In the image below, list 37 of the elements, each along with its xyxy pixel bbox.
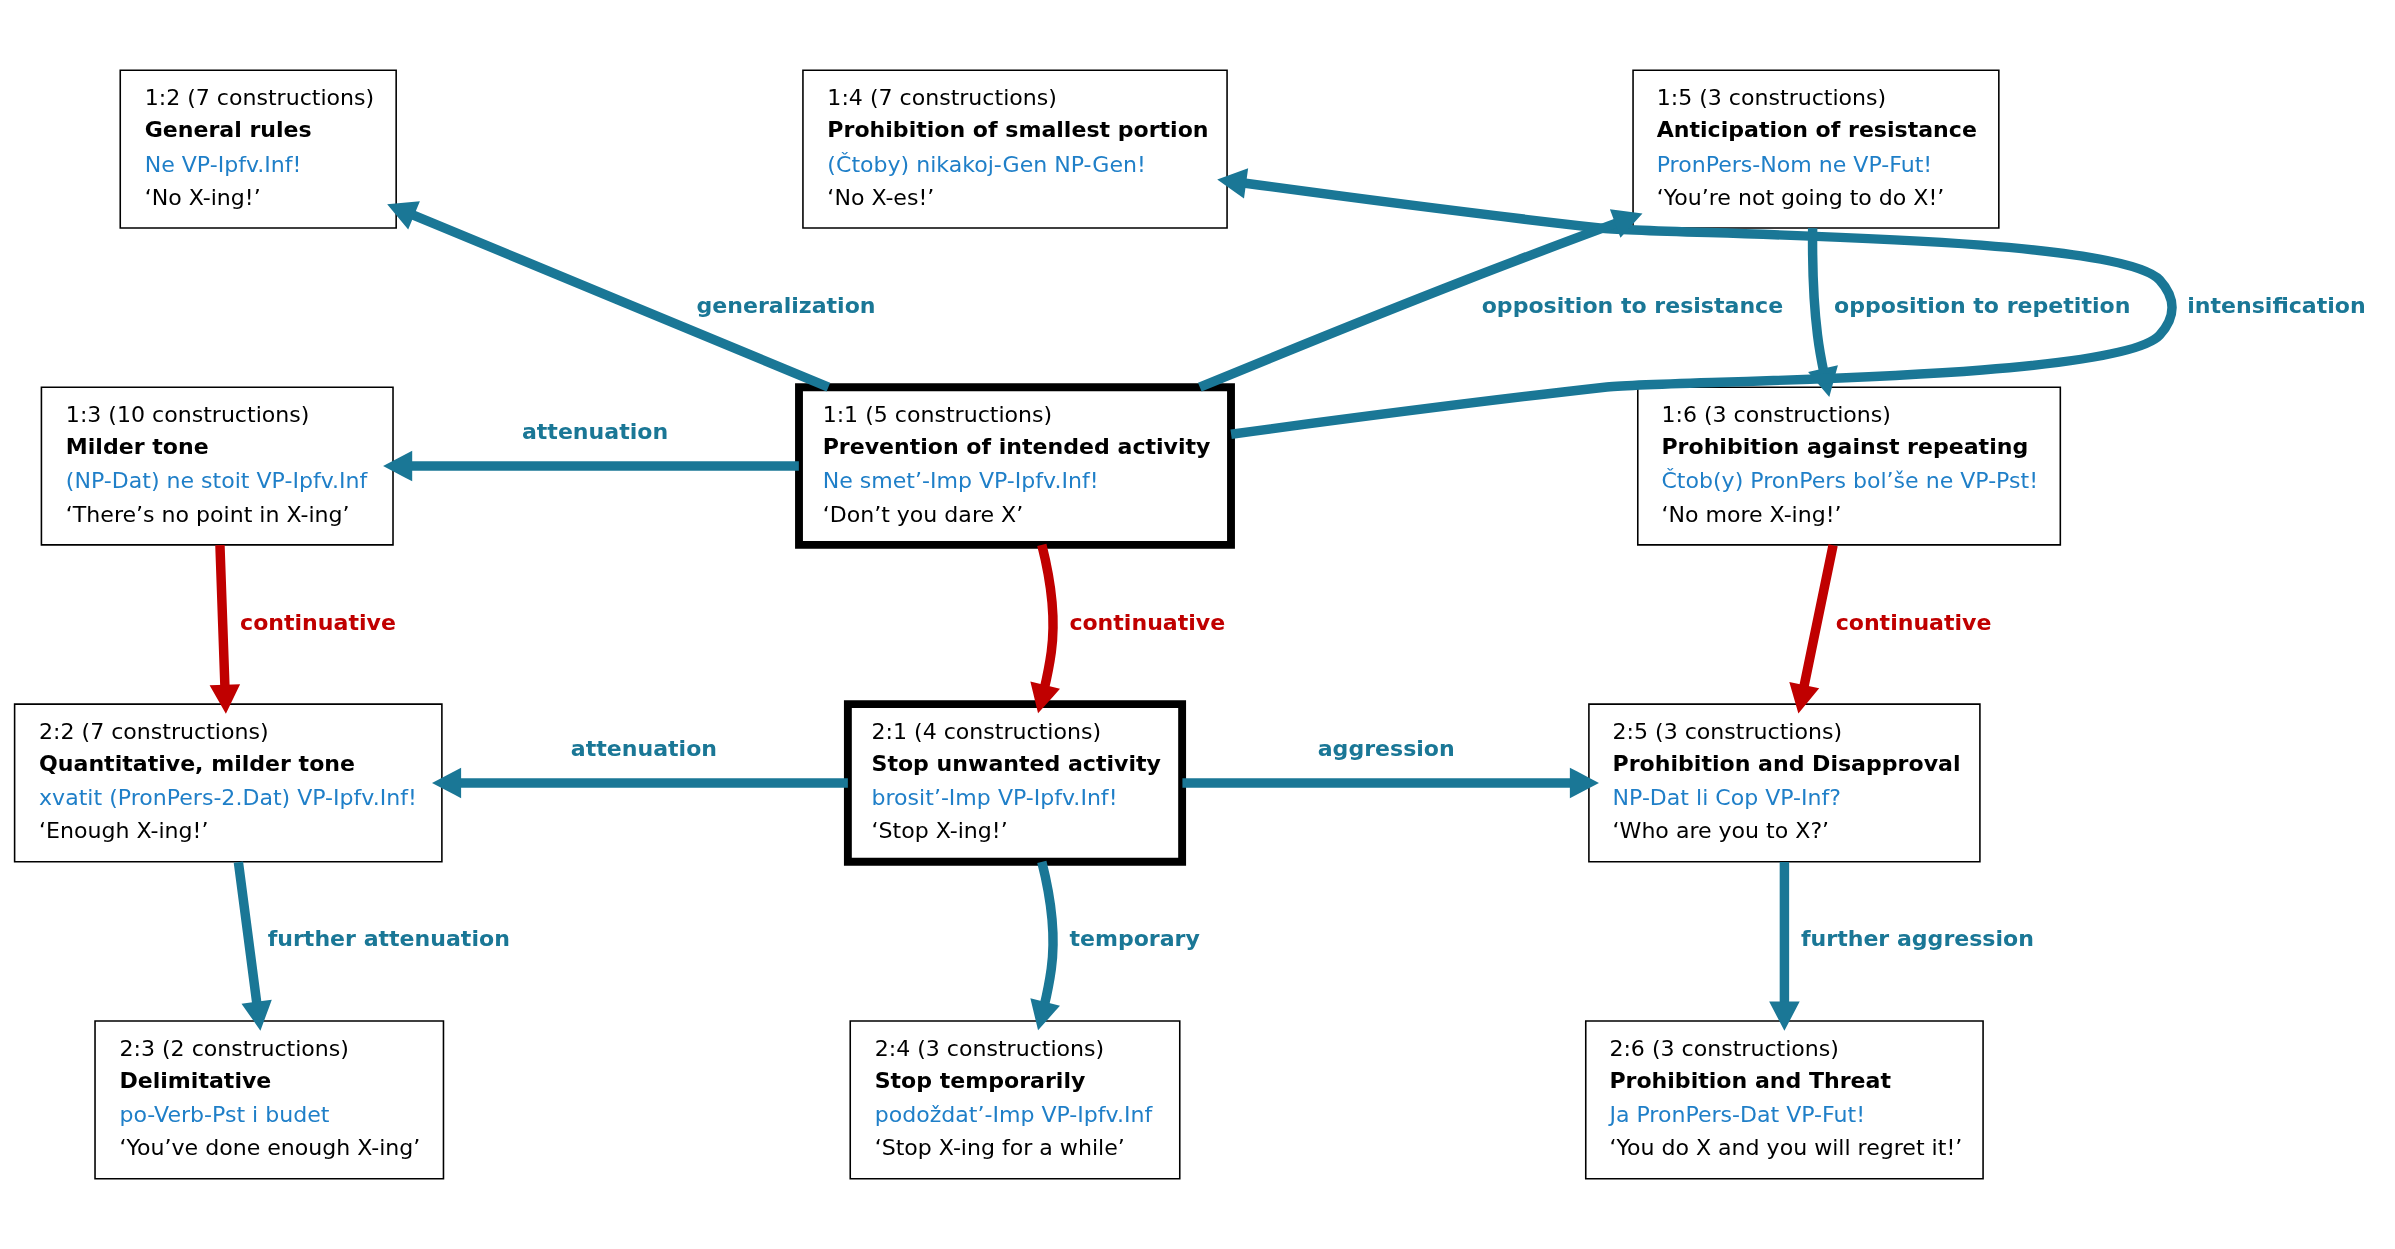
- node-box: 1:4 (7 constructions) Prohibition of smallest portion (Čtoby) nikakoj-Gen NP-Gen! ‘No X-es!’: [802, 69, 1228, 229]
- node-box: 1:5 (3 constructions) Anticipation of resistance PronPers-Nom ne VP-Fut! ‘You’re not going to do X!’: [1632, 69, 2000, 229]
- edge-label: opposition to repetition: [1834, 292, 2131, 318]
- node-box: 1:2 (7 constructions) General rules Ne VP-Ipfv.Inf! ‘No X-ing!’: [119, 69, 397, 229]
- edge-label: continuative: [1069, 609, 1226, 635]
- arrow: [387, 201, 831, 392]
- node-box: 2:6 (3 constructions) Prohibition and Threat Ja PronPers-Dat VP-Fut! ‘You do X and you will regret it!’: [1584, 1020, 1984, 1180]
- node-box: 1:1 (5 constructions) Prevention of intended activity Ne smet’-Imp VP-Ipfv.Inf! ‘Don’t you dare X’: [795, 383, 1235, 549]
- arrow: [209, 545, 241, 714]
- arrow: [1182, 767, 1599, 799]
- node-box: 2:4 (3 constructions) Stop temporarily podoždat’-Imp VP-Ipfv.Inf ‘Stop X-ing for a while’: [849, 1020, 1181, 1180]
- edge-label: temporary: [1069, 926, 1200, 952]
- edge-label: attenuation: [570, 735, 717, 761]
- node-box: 2:3 (2 constructions) Delimitative po-Verb-Pst i budet ‘You’ve done enough X-ing’: [94, 1020, 445, 1180]
- node-box: 2:2 (7 constructions) Quantitative, milder tone xvatit (PronPers-2.Dat) VP-Ipfv.Inf! ‘Enough X-ing!’: [13, 703, 443, 863]
- arrow: [383, 450, 799, 482]
- edge-label: further aggression: [1800, 926, 2034, 952]
- arrow: [1789, 544, 1838, 714]
- node-box: 1:6 (3 constructions) Prohibition against repeating Čtob(y) PronPers bol’še ne VP-Pst! ‘No more X-ing!’: [1637, 386, 2062, 546]
- arrow: [1030, 860, 1060, 1031]
- edge-label: continuative: [240, 609, 396, 635]
- node-box: 2:1 (4 constructions) Stop unwanted activity brosit’-Imp VP-Ipfv.Inf! ‘Stop X-ing!’: [843, 700, 1187, 866]
- arrow: [1198, 209, 1643, 392]
- edge-label: attenuation: [521, 418, 669, 444]
- arrow: [233, 861, 272, 1031]
- arrow: [1030, 543, 1060, 714]
- node-box: 1:3 (10 constructions) Milder tone (NP-Dat) ne stoit VP-Ipfv.Inf ‘There’s no point in X-ing’: [40, 386, 394, 546]
- edge-label: aggression: [1317, 735, 1455, 761]
- edge-label: opposition to resistance: [1481, 292, 1784, 318]
- edge-label: generalization: [696, 292, 876, 318]
- edge-label: continuative: [1835, 609, 1992, 635]
- edge-label: intensification: [2187, 292, 2366, 318]
- node-box: 2:5 (3 constructions) Prohibition and Disapproval NP-Dat li Cop VP-Inf? ‘Who are you to X?’: [1588, 703, 1981, 863]
- arrow: [1769, 862, 1800, 1031]
- arrow: [1217, 168, 2177, 439]
- arrow: [432, 767, 848, 799]
- edge-label: further attenuation: [267, 926, 510, 952]
